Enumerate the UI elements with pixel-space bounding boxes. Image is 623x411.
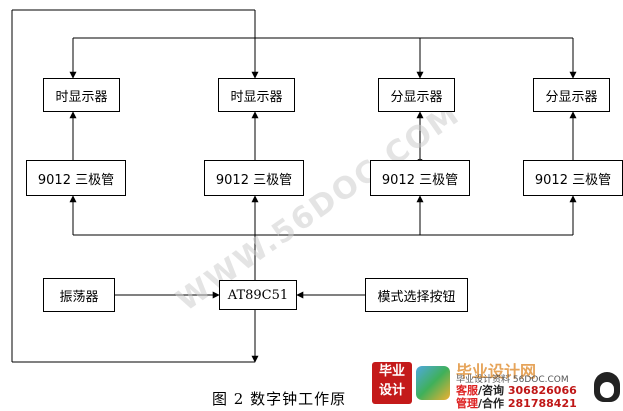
logo-contact-row-1: 客服/咨询 306826066 (456, 382, 577, 398)
logo-title: 毕业设计网 (456, 362, 537, 381)
logo-row1-label-a: 客服 (456, 384, 478, 397)
penguin-icon (594, 372, 620, 402)
logo-seal-line1: 毕业 (378, 364, 405, 379)
transistor-box-1: 9012 三极管 (26, 160, 126, 196)
oscillator-box: 振荡器 (43, 278, 115, 312)
display-box-3: 分显示器 (378, 78, 455, 112)
logo-subtitle: 毕业设计资料 56DOC.COM (456, 375, 569, 385)
logo-contact-row-2: 管理/合作 281788421 (456, 395, 577, 411)
transistor-box-3: 9012 三极管 (370, 160, 470, 196)
display-box-4: 分显示器 (533, 78, 610, 112)
logo-row1-number: 306826066 (507, 384, 577, 397)
mcu-box: AT89C51 (219, 280, 297, 310)
display-box-2: 时显示器 (218, 78, 295, 112)
logo-seal-line2: 设计 (378, 383, 405, 398)
logo-row2-number: 281788421 (507, 397, 577, 410)
site-logo: 毕业 设计 毕业设计网 毕业设计资料 56DOC.COM 客服/咨询 30682… (372, 358, 623, 411)
logo-seal: 毕业 设计 (372, 362, 412, 404)
puzzle-icon (416, 366, 450, 400)
transistor-box-4: 9012 三极管 (523, 160, 623, 196)
transistor-box-2: 9012 三极管 (204, 160, 304, 196)
logo-row2-label-b: /合作 (478, 397, 505, 410)
logo-row1-label-b: /咨询 (478, 384, 505, 397)
figure-caption: 图 2 数字钟工作原 (212, 390, 347, 408)
display-box-1: 时显示器 (43, 78, 120, 112)
mode-button-box: 模式选择按钮 (365, 278, 468, 312)
logo-row2-label-a: 管理 (456, 397, 478, 410)
